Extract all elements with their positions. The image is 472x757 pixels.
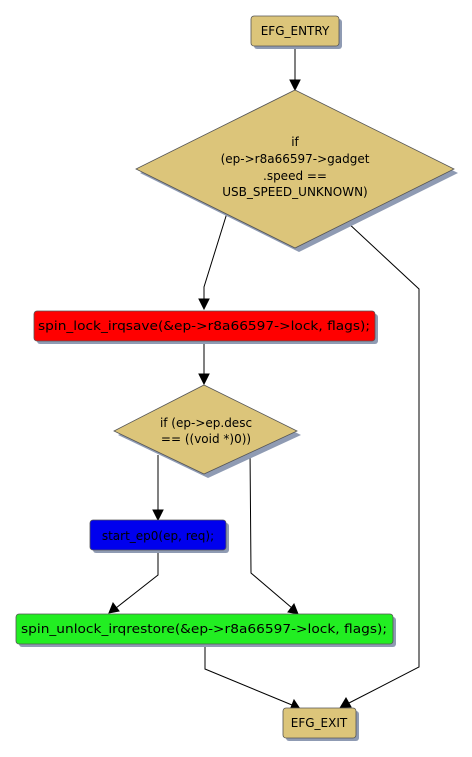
unlock-node-label: spin_unlock_irqrestore(&ep->r8a66597->lo… (21, 622, 387, 636)
condition-2-node[interactable]: if (ep->ep.desc == ((void *)0)) (113, 384, 301, 478)
edges (108, 46, 420, 711)
unlock-node[interactable]: spin_unlock_irqrestore(&ep->r8a66597->lo… (15, 613, 396, 647)
entry-node-box (250, 15, 340, 47)
condition-1-line-1: if (291, 135, 299, 149)
lock-node-box (33, 310, 376, 342)
arrowhead-condition-1-to-lock (198, 298, 210, 311)
lock-node[interactable]: spin_lock_irqsave(&ep->r8a66597->lock, f… (33, 310, 378, 344)
arrowhead-condition-2-to-unlock (287, 602, 299, 615)
edge-unlock-to-exit (204, 644, 293, 706)
condition-2-diamond (113, 384, 298, 475)
exit-node-label: EFG_EXIT (291, 716, 348, 730)
arrowhead-condition-2-to-start (152, 509, 164, 522)
condition-1-line-3: .speed == (263, 169, 327, 183)
condition-1-node[interactable]: if (ep->r8a66597->gadget .speed == USB_S… (135, 89, 458, 252)
edge-start-to-unlock (115, 549, 159, 609)
arrowhead-lock-to-condition-2 (198, 373, 210, 386)
start-node-box (89, 519, 227, 551)
condition-1-diamond (135, 89, 455, 249)
lock-node-label: spin_lock_irqsave(&ep->r8a66597->lock, f… (38, 319, 370, 333)
edge-condition-2-to-unlock (249, 448, 293, 609)
entry-node[interactable]: EFG_ENTRY (250, 15, 342, 49)
arrowhead-start-to-unlock (108, 601, 120, 614)
arrowhead-entry-to-condition-1 (289, 79, 301, 92)
unlock-node-box (15, 613, 394, 645)
exit-node[interactable]: EFG_EXIT (282, 707, 359, 741)
arrowhead-condition-1-to-exit (339, 697, 352, 709)
exit-node-box (282, 707, 357, 739)
condition-2-line-2: == ((void *)0)) (161, 432, 251, 446)
entry-node-label: EFG_ENTRY (261, 24, 330, 38)
edge-condition-1-to-exit (346, 221, 420, 704)
edge-condition-1-to-lock (203, 212, 228, 303)
condition-1-line-4: USB_SPEED_UNKNOWN) (222, 185, 367, 199)
start-node-label: start_ep0(ep, req); (102, 529, 214, 543)
condition-2-line-1: if (ep->ep.desc (160, 416, 252, 430)
condition-1-line-2: (ep->r8a66597->gadget (221, 152, 370, 166)
start-node[interactable]: start_ep0(ep, req); (89, 519, 229, 553)
